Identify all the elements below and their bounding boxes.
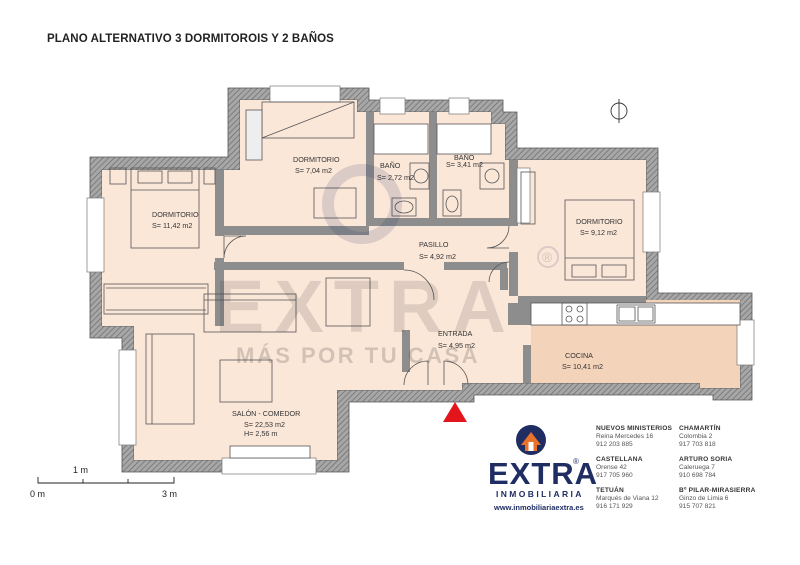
- office-name: NUEVOS MINISTERIOS: [596, 425, 673, 432]
- interior-walls: [214, 112, 646, 383]
- entry-marker-icon: [443, 402, 467, 422]
- room-name-entrada: ENTRADA: [438, 329, 473, 338]
- room-name-dormitorio-3: DORMITORIO: [576, 217, 623, 226]
- office-address: Ginzo de Limia 6: [679, 495, 729, 502]
- office-address: Colombia 2: [679, 433, 713, 440]
- scale-bar: [37, 477, 175, 484]
- office-address: Marqués de Viana 12: [596, 495, 659, 502]
- north-marker-icon: [610, 99, 628, 123]
- scale-label-0m: 0 m: [30, 489, 46, 499]
- room-area-pasillo: S= 4,92 m2: [419, 252, 456, 261]
- room-height-salon: H= 2,56 m: [244, 429, 277, 438]
- brand-subtitle: INMOBILIARIA: [496, 489, 584, 499]
- room-area-entrada: S= 4,95 m2: [438, 341, 475, 350]
- room-area-cocina: S= 10,41 m2: [562, 362, 603, 371]
- office-pilar-mirasierra: Bº PILAR-MIRASIERRA Ginzo de Limia 6 915…: [679, 487, 756, 511]
- scale-label-1m: 1 m: [73, 465, 89, 475]
- plan-title: PLANO ALTERNATIVO 3 DORMITOROIS Y 2 BAÑO…: [47, 33, 334, 45]
- watermark: [322, 164, 559, 268]
- room-area-dormitorio-2: S= 7,04 m2: [295, 166, 332, 175]
- room-area-salon: S= 22,53 m2: [244, 420, 285, 429]
- room-area-dormitorio-3: S= 9,12 m2: [580, 228, 617, 237]
- furniture: [103, 101, 741, 459]
- office-name: TETUÁN: [596, 487, 624, 494]
- room-name-cocina: COCINA: [565, 351, 593, 360]
- office-phone: 915 707 821: [679, 503, 716, 510]
- office-address: Orense 42: [596, 464, 627, 471]
- room-name-dormitorio-2: DORMITORIO: [293, 155, 340, 164]
- office-chamartin: CHAMARTÍN Colombia 2 917 703 818: [679, 425, 721, 449]
- room-area-bano-2: S= 3,41 m2: [446, 160, 483, 169]
- brand-name: EXTRA: [488, 456, 599, 491]
- brand-registered: ®: [573, 457, 579, 466]
- office-tetuan: TETUÁN Marqués de Viana 12 916 171 929: [596, 487, 659, 511]
- office-address: Reina Mercedes 16: [596, 433, 654, 440]
- watermark-reg: ®: [542, 249, 553, 265]
- brand-logo-icon: [516, 425, 546, 455]
- office-phone: 917 703 818: [679, 441, 716, 448]
- scale-label-3m: 3 m: [162, 489, 178, 499]
- watermark-subtitle: MÁS POR TU CASA: [236, 343, 480, 368]
- office-name: CASTELLANA: [596, 456, 643, 463]
- office-name: CHAMARTÍN: [679, 425, 721, 432]
- doors: [223, 225, 510, 386]
- room-name-bano-2: BAÑO: [454, 153, 475, 162]
- room-name-salon: SALÓN - COMEDOR: [232, 409, 300, 418]
- office-address: Caleruega 7: [679, 464, 715, 471]
- office-castellana: CASTELLANA Orense 42 917 705 960: [596, 456, 643, 480]
- office-phone: 917 705 960: [596, 472, 633, 479]
- room-name-dormitorio-1: DORMITORIO: [152, 210, 199, 219]
- brand-url[interactable]: www.inmobiliariaextra.es: [494, 503, 584, 512]
- room-name-pasillo: PASILLO: [419, 240, 449, 249]
- office-phone: 910 698 784: [679, 472, 716, 479]
- office-phone: 912 203 885: [596, 441, 633, 448]
- room-labels: DORMITORIO S= 11,42 m2 DORMITORIO S= 7,0…: [152, 153, 623, 438]
- room-area-bano-1: S= 2,72 m2: [377, 173, 414, 182]
- room-area-dormitorio-1: S= 11,42 m2: [152, 221, 192, 230]
- office-name: Bº PILAR-MIRASIERRA: [679, 487, 756, 494]
- windows: [86, 85, 755, 475]
- office-name: ARTURO SORIA: [679, 456, 733, 463]
- watermark-text: EXTRA: [215, 265, 516, 348]
- office-phone: 916 171 929: [596, 503, 633, 510]
- office-nuevos-ministerios: NUEVOS MINISTERIOS Reina Mercedes 16 912…: [596, 425, 672, 449]
- room-name-bano-1: BAÑO: [380, 161, 401, 170]
- office-arturo-soria: ARTURO SORIA Caleruega 7 910 698 784: [679, 456, 732, 480]
